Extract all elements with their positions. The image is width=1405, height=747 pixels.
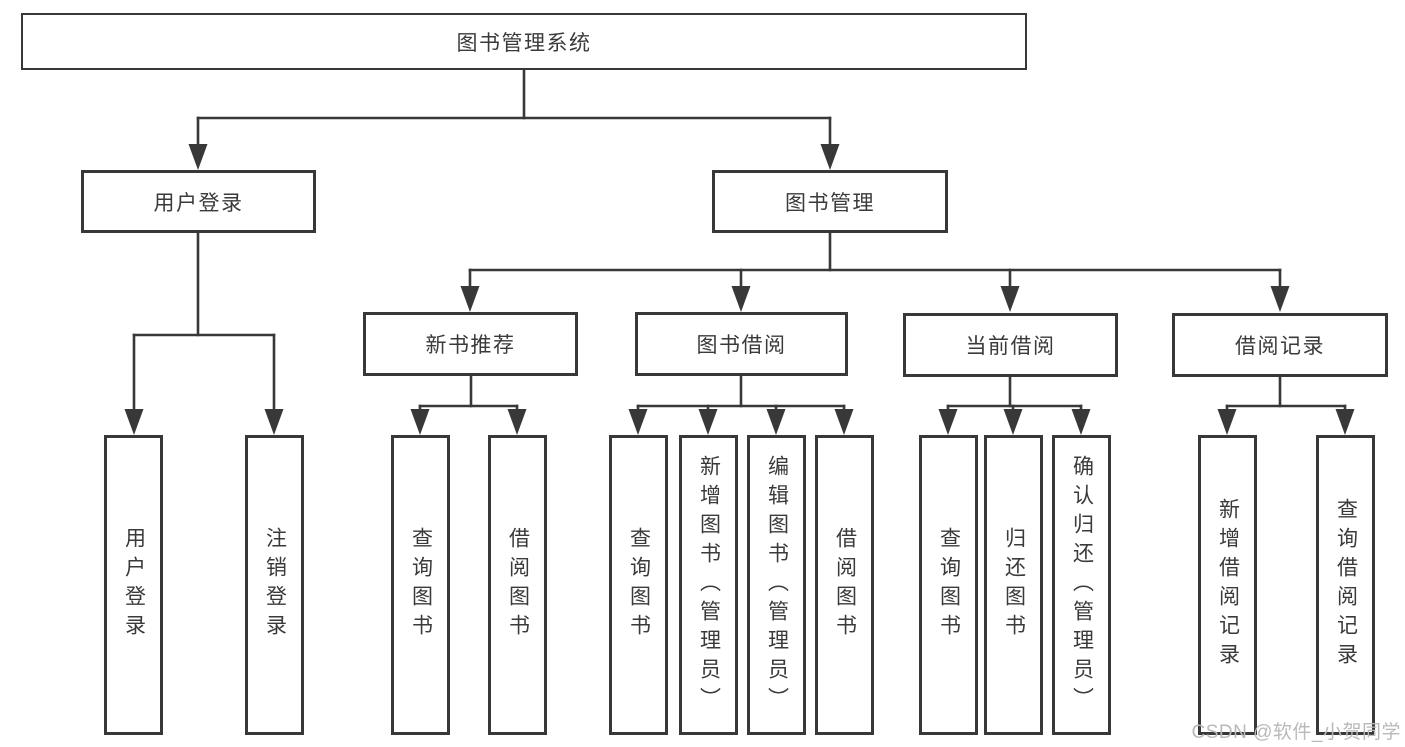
- leaf-query-books-recommend: 查询图书: [391, 435, 450, 735]
- leaf-borrow-books-recommend: 借阅图书: [488, 435, 547, 735]
- leaf-edit-book-admin: 编辑图书（管理员）: [747, 435, 806, 735]
- node-user-login-label: 用户登录: [153, 191, 244, 215]
- connectors-book-management: [460, 231, 1290, 312]
- leaf-query-books-recommend-label: 查询图书: [409, 527, 433, 643]
- leaf-edit-book-admin-label: 编辑图书（管理员）: [765, 454, 789, 716]
- node-new-book-recommendation-label: 新书推荐: [425, 334, 516, 357]
- leaf-query-books-current-label: 查询图书: [937, 527, 961, 643]
- leaf-query-books-borrowing: 查询图书: [609, 435, 668, 735]
- node-borrowing-records: 借阅记录: [1172, 313, 1388, 377]
- leaf-user-login-label: 用户登录: [122, 527, 146, 643]
- leaf-return-books-label: 归还图书: [1002, 527, 1026, 643]
- leaf-borrow-books-borrowing: 借阅图书: [815, 435, 874, 735]
- node-new-book-recommendation: 新书推荐: [363, 312, 578, 376]
- leaf-borrow-books-recommend-label: 借阅图书: [506, 527, 530, 643]
- leaf-query-borrow-record-label: 查询借阅记录: [1334, 498, 1358, 672]
- leaf-borrow-books-borrowing-label: 借阅图书: [833, 527, 857, 643]
- leaf-add-borrow-record-label: 新增借阅记录: [1216, 498, 1240, 672]
- leaf-logout-label: 注销登录: [263, 527, 287, 643]
- leaf-add-book-admin: 新增图书（管理员）: [679, 435, 738, 735]
- connectors-borrowing-records: [1217, 375, 1355, 435]
- leaf-confirm-return-admin: 确认归还（管理员）: [1052, 435, 1111, 735]
- node-book-management: 图书管理: [712, 170, 948, 233]
- watermark: CSDN @软件_小贺同学: [1191, 722, 1401, 743]
- connectors-user-login: [124, 231, 284, 435]
- connectors-root: [188, 68, 840, 170]
- node-book-borrowing-label: 图书借阅: [696, 334, 787, 357]
- leaf-return-books: 归还图书: [984, 435, 1043, 735]
- leaf-add-book-admin-label: 新增图书（管理员）: [697, 454, 721, 716]
- leaf-user-login: 用户登录: [104, 435, 163, 735]
- leaf-logout: 注销登录: [245, 435, 304, 735]
- leaf-query-books-borrowing-label: 查询图书: [627, 527, 651, 643]
- node-user-login: 用户登录: [81, 170, 316, 233]
- node-current-borrowing: 当前借阅: [903, 313, 1118, 377]
- leaf-add-borrow-record: 新增借阅记录: [1198, 435, 1257, 735]
- leaf-query-borrow-record: 查询借阅记录: [1316, 435, 1375, 735]
- node-borrowing-records-label: 借阅记录: [1235, 335, 1325, 358]
- node-current-borrowing-label: 当前借阅: [965, 335, 1056, 358]
- node-root-label: 图书管理系统: [456, 31, 592, 55]
- connectors-new-book: [410, 374, 527, 435]
- connectors-current-borrowing: [938, 375, 1091, 435]
- node-book-borrowing: 图书借阅: [635, 312, 848, 376]
- node-book-management-label: 图书管理: [785, 191, 875, 215]
- connectors-book-borrowing: [628, 374, 854, 435]
- leaf-confirm-return-admin-label: 确认归还（管理员）: [1070, 454, 1094, 716]
- node-root: 图书管理系统: [21, 13, 1027, 70]
- leaf-query-books-current: 查询图书: [919, 435, 978, 735]
